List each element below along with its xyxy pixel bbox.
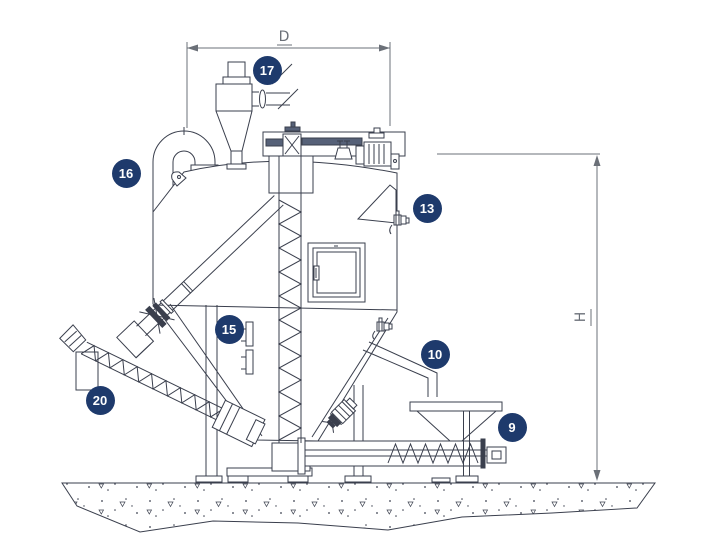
top-drive-platform [263,122,405,169]
callout-badge-20: 20 [85,385,115,415]
cross-screw-conveyor [305,439,506,468]
dimension-height [437,154,601,481]
dimension-width [187,42,390,128]
callout-badge-10: 10 [420,339,450,369]
bagging-hopper [410,402,502,482]
upper-bracket [358,185,396,223]
callout-badge-9: 9 [497,412,527,442]
infeed-auger [115,189,290,357]
callout-badge-13: 13 [412,193,442,223]
discharge-spout [363,342,437,397]
vertical-screw-conveyor [269,153,313,474]
callout-badge-16: 16 [111,158,141,188]
inspection-door [308,243,365,302]
ground-slab [62,483,655,532]
callout-badge-17: 17 [252,55,282,85]
level-sensor-lower [373,318,392,339]
mixer-tank-body [153,161,397,441]
intake-auger [54,322,267,447]
dimension-width-label: D [279,29,290,45]
callout-badge-15: 15 [214,314,244,344]
level-sight-indicators [241,322,253,374]
dimension-height-label: H [573,312,589,323]
level-sensor-upper [390,211,409,234]
discharge-motor [322,396,359,433]
cyclone-filter [216,62,298,169]
